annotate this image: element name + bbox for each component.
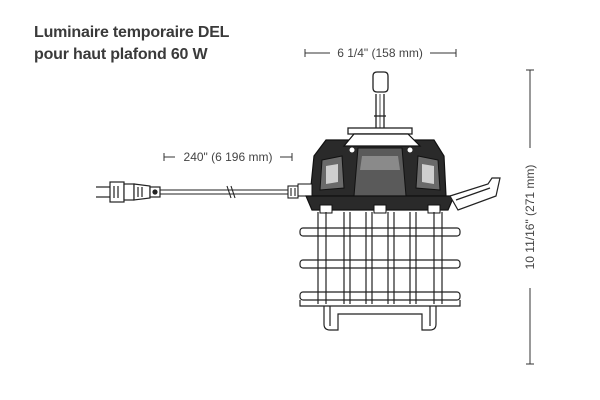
height-dimension-label: 10 11/16" (271 mm)	[523, 165, 537, 270]
plug-illustration	[96, 181, 161, 203]
hanging-hook	[347, 71, 413, 135]
product-title: Luminaire temporaire DEL pour haut plafo…	[34, 22, 229, 66]
fixture-housing	[297, 133, 455, 214]
product-title-line-1: Luminaire temporaire DEL	[34, 24, 230, 41]
width-dimension-label: 6 1/4" (158 mm)	[337, 46, 423, 60]
cord-length-dimension: 240" (6 196 mm)	[163, 150, 293, 164]
protective-cage	[299, 212, 461, 331]
height-dimension: 10 11/16" (271 mm)	[523, 69, 537, 365]
power-cord	[160, 185, 299, 199]
product-title-line-2: pour haut plafond 60 W	[34, 46, 208, 63]
cord-length-label: 240" (6 196 mm)	[184, 150, 273, 164]
mounting-bracket	[449, 177, 501, 211]
width-dimension: 6 1/4" (158 mm)	[304, 46, 457, 60]
